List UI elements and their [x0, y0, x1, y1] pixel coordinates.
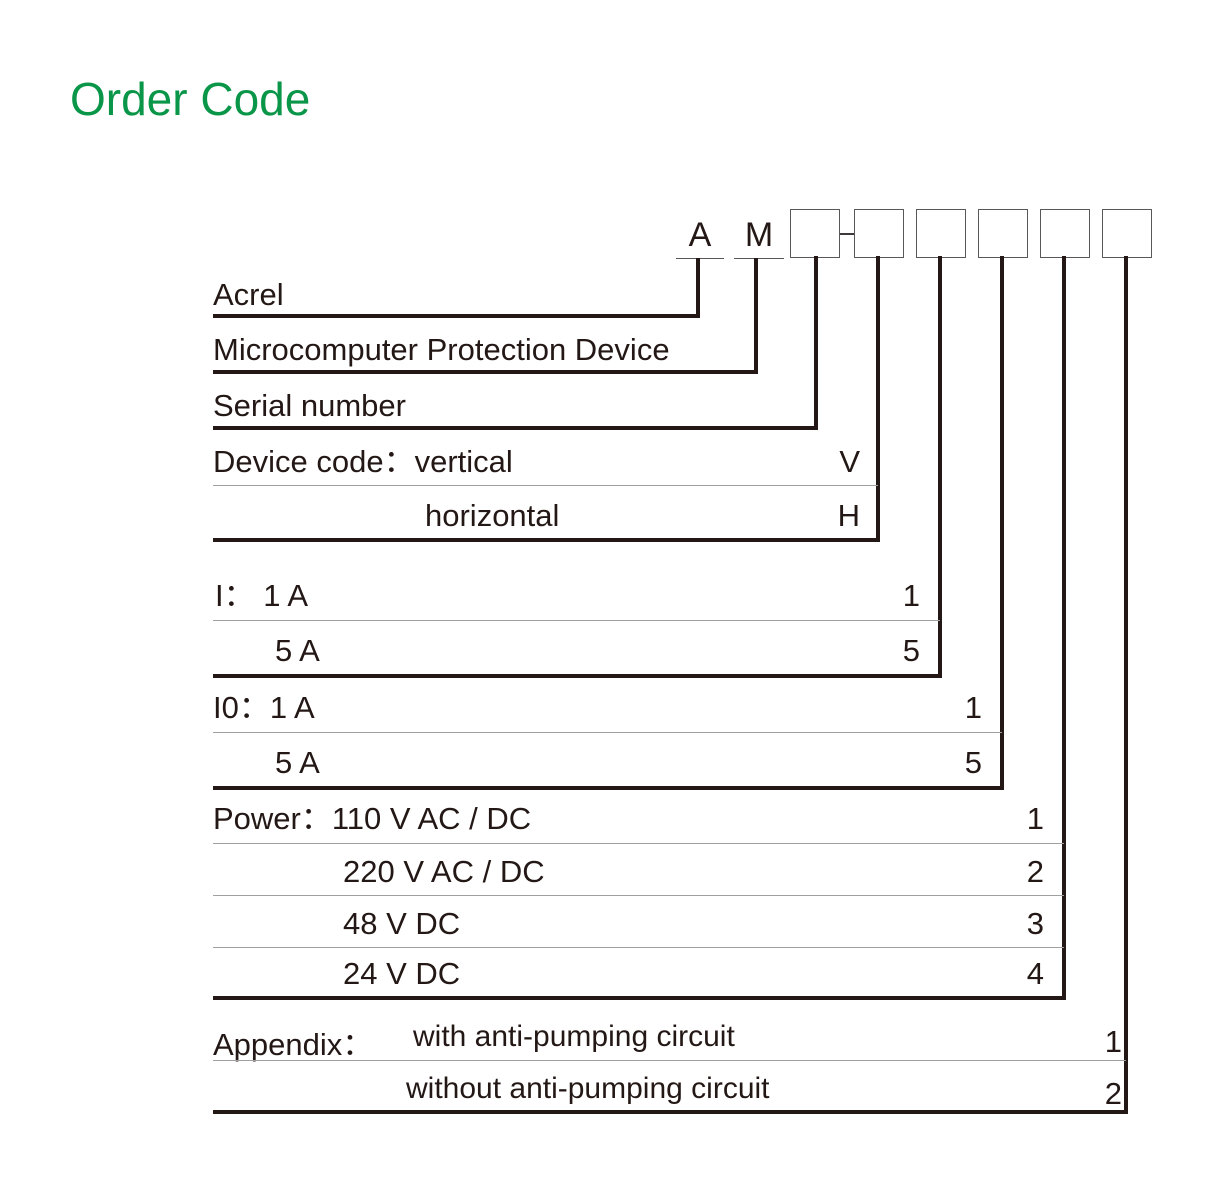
- row-rule-device-code-vertical: [213, 485, 878, 487]
- group-rule-serial-number: [213, 426, 818, 430]
- connector-stem-m: [754, 258, 758, 374]
- row-rule-power-220v: [213, 895, 1064, 897]
- row-label-power-24v: 24 V DC: [343, 956, 461, 991]
- row-label-acrel: Acrel: [213, 277, 284, 312]
- row-code-current-i0-5a: 5: [964, 745, 982, 780]
- row-rule-current-i-1a: [213, 620, 940, 622]
- group-rule-power: [213, 996, 1064, 1000]
- group-rule-device-type: [213, 370, 758, 374]
- row-label-device-code-vertical: Device code：vertical: [213, 444, 513, 479]
- code-letter-a-rule: [676, 258, 724, 259]
- code-box-3[interactable]: [916, 209, 966, 258]
- row-label-current-i-1a: I： 1 A: [215, 578, 309, 613]
- connector-stem-box-2: [876, 256, 880, 542]
- row-label-power-48v: 48 V DC: [343, 906, 461, 941]
- connector-stem-box-5: [1062, 256, 1066, 1000]
- row-label-device-code-horizontal: horizontal: [425, 498, 560, 533]
- code-letter-m: M: [744, 216, 774, 254]
- code-box-1[interactable]: [790, 209, 840, 258]
- connector-stem-box-1: [814, 256, 818, 430]
- code-box-5[interactable]: [1040, 209, 1090, 258]
- row-label-power-220v: 220 V AC / DC: [343, 854, 545, 889]
- row-rule-current-i0-1a: [213, 732, 1002, 734]
- row-label-current-i-5a: 5 A: [275, 633, 320, 668]
- group-rule-current-i: [213, 674, 940, 678]
- row-label-appendix-without: without anti-pumping circuit: [406, 1072, 770, 1105]
- connector-stem-box-6: [1124, 256, 1128, 1114]
- code-letter-a: A: [688, 216, 712, 254]
- connector-stem-box-4: [1000, 256, 1004, 790]
- group-rule-device-code: [213, 538, 878, 542]
- group-rule-current-i0: [213, 786, 1002, 790]
- row-label-appendix-prefix: Appendix：: [213, 1027, 374, 1062]
- code-box-separator-dash: [840, 233, 854, 235]
- code-letter-m-rule: [734, 258, 784, 259]
- row-code-power-110v: 1: [1026, 801, 1044, 836]
- code-box-2[interactable]: [854, 209, 904, 258]
- row-label-current-i0-5a: 5 A: [275, 745, 320, 780]
- row-rule-power-48v: [213, 947, 1064, 949]
- connector-stem-box-3: [938, 256, 942, 678]
- page-title: Order Code: [70, 73, 311, 125]
- row-code-current-i-1a: 1: [902, 578, 920, 613]
- row-code-power-220v: 2: [1026, 854, 1044, 889]
- row-label-appendix-with: with anti-pumping circuit: [413, 1020, 735, 1053]
- row-label-device-type: Microcomputer Protection Device: [213, 332, 670, 367]
- row-code-current-i0-1a: 1: [964, 690, 982, 725]
- row-code-power-24v: 4: [1026, 956, 1044, 991]
- row-code-power-48v: 3: [1026, 906, 1044, 941]
- row-code-appendix-with: 1: [1104, 1024, 1122, 1059]
- connector-stem-a: [696, 258, 700, 318]
- row-rule-appendix-with: [213, 1060, 1126, 1062]
- row-rule-power-110v: [213, 843, 1064, 845]
- code-box-4[interactable]: [978, 209, 1028, 258]
- code-box-6[interactable]: [1102, 209, 1152, 258]
- row-code-current-i-5a: 5: [902, 633, 920, 668]
- group-rule-acrel: [213, 314, 700, 318]
- group-rule-appendix: [213, 1110, 1126, 1114]
- row-label-serial-number: Serial number: [213, 388, 406, 423]
- row-code-device-code-vertical: V: [839, 444, 860, 479]
- row-code-appendix-without: 2: [1104, 1076, 1122, 1111]
- row-label-power-110v: Power：110 V AC / DC: [213, 801, 532, 836]
- row-code-device-code-horizontal: H: [837, 498, 860, 533]
- row-label-current-i0-1a: I0：1 A: [213, 690, 315, 725]
